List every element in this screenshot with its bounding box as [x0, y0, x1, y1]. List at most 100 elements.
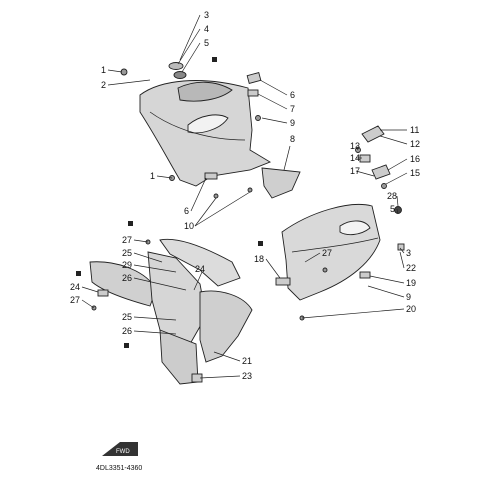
leader-line [257, 93, 288, 110]
callout-18: 18 [254, 254, 264, 264]
callout-21: 21 [242, 356, 252, 366]
leader-line [133, 277, 187, 291]
grommet [168, 62, 184, 70]
washer [173, 71, 187, 79]
clip [359, 271, 371, 279]
callout-9: 9 [406, 292, 411, 302]
leader-line [396, 195, 399, 207]
callout-25: 25 [122, 248, 132, 258]
callout-24: 24 [195, 264, 205, 274]
callout-5: 5 [204, 38, 209, 48]
clip [204, 172, 218, 180]
callout-2: 2 [101, 80, 106, 90]
callout-26: 26 [122, 326, 132, 336]
leader-line [355, 170, 375, 177]
leader-line [133, 330, 177, 335]
leader-line [304, 252, 321, 263]
fwd-text: FWD [116, 449, 130, 455]
leader-line [283, 145, 291, 171]
upper-cowling [139, 80, 272, 187]
leader-line [399, 247, 405, 254]
leader-line [259, 79, 288, 96]
callout-12: 12 [410, 139, 420, 149]
callout-19: 19 [406, 278, 416, 288]
leader-line [367, 285, 405, 298]
leader-line [193, 271, 203, 291]
callout-10: 10 [184, 221, 194, 231]
callout-25: 25 [122, 312, 132, 322]
leader-line [213, 351, 241, 362]
upper-fasteners [120, 62, 301, 199]
callout-5: 5 [390, 204, 395, 214]
callout-27: 27 [322, 248, 332, 258]
clip [275, 277, 291, 286]
leader-line [199, 375, 241, 379]
leader-line [194, 191, 251, 227]
clip [97, 289, 109, 297]
callout-22: 22 [406, 263, 416, 273]
callout-24: 24 [70, 282, 80, 292]
leader-line [133, 239, 149, 243]
callout-1: 1 [150, 171, 155, 181]
nut-plate [397, 243, 405, 251]
leader-line [181, 42, 201, 73]
marker-square [258, 241, 263, 246]
bracket-11 [361, 125, 385, 143]
leader-line [190, 177, 207, 212]
bracket [246, 72, 262, 84]
leader-line [156, 175, 173, 179]
callout-15: 15 [410, 168, 420, 178]
leader-lines [81, 14, 408, 379]
marker-square [128, 221, 133, 226]
callout-23: 23 [242, 371, 252, 381]
leader-line [81, 299, 95, 309]
callout-3: 3 [204, 10, 209, 20]
callout-27: 27 [122, 235, 132, 245]
callout-9: 9 [290, 118, 295, 128]
marker-square [124, 343, 129, 348]
leader-line [194, 197, 217, 227]
leader-line [396, 208, 399, 215]
callout-13: 13 [350, 141, 360, 151]
leader-line [387, 158, 408, 171]
part-code: 4DL3351-4360 [96, 465, 142, 472]
marker-square [76, 271, 81, 276]
leader-line [81, 286, 99, 293]
clip [247, 89, 259, 97]
leader-line [265, 258, 281, 279]
callout-27: 27 [70, 295, 80, 305]
callout-16: 16 [410, 154, 420, 164]
leader-line [179, 14, 201, 61]
leader-line [301, 308, 405, 319]
leader-line [261, 117, 288, 124]
screw [381, 183, 387, 189]
leader-line [133, 316, 177, 321]
callout-26: 26 [122, 273, 132, 283]
callout-3: 3 [406, 248, 411, 258]
leader-line [177, 28, 201, 65]
screw [247, 187, 253, 193]
callout-8: 8 [290, 134, 295, 144]
screw [255, 115, 261, 121]
callout-11: 11 [410, 125, 419, 135]
callout-1: 1 [101, 65, 106, 75]
callout-6: 6 [290, 90, 295, 100]
screw [322, 267, 328, 273]
callout-14: 14 [350, 153, 360, 163]
leader-line [355, 145, 359, 151]
callout-29: 29 [122, 260, 132, 270]
screw [213, 193, 219, 199]
leader-line [385, 172, 408, 185]
leader-line [133, 252, 163, 263]
callout-20: 20 [406, 304, 416, 314]
leader-line [379, 135, 408, 145]
callout-6: 6 [184, 206, 189, 216]
side-cowling-right [275, 204, 381, 321]
inner-panels-left [89, 238, 253, 385]
fwd-badge: FWD [102, 442, 138, 456]
leader-line [107, 69, 123, 73]
leader-line [369, 275, 405, 284]
